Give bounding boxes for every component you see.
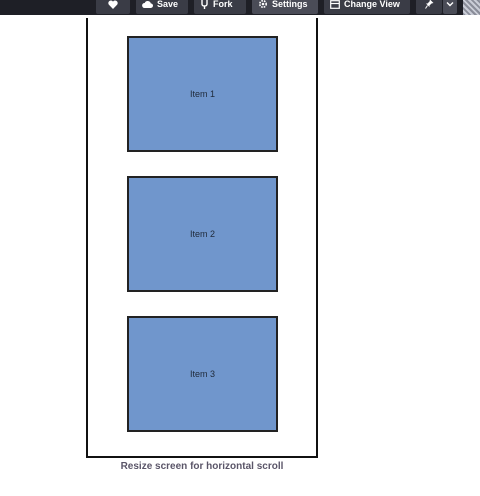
- settings-button[interactable]: Settings: [252, 0, 318, 14]
- list-item: Item 1: [127, 36, 278, 152]
- fork-icon: [200, 0, 209, 9]
- avatar[interactable]: [463, 0, 480, 15]
- gear-icon: [258, 0, 268, 9]
- list-item: Item 3: [127, 316, 278, 432]
- chevron-down-icon: [446, 1, 454, 7]
- editor-toolbar: Save Fork Settings Change View: [0, 0, 480, 15]
- pin-button[interactable]: [416, 0, 442, 14]
- change-view-label: Change View: [344, 0, 400, 9]
- settings-label: Settings: [272, 0, 308, 9]
- scroll-hint-caption: Resize screen for horizontal scroll: [120, 461, 284, 472]
- pin-icon: [424, 0, 434, 9]
- preview-container[interactable]: Item 1 Item 2 Item 3: [86, 18, 318, 458]
- save-label: Save: [157, 0, 179, 9]
- heart-button[interactable]: [96, 0, 130, 14]
- fork-label: Fork: [213, 0, 233, 9]
- cloud-icon: [142, 0, 153, 8]
- save-button[interactable]: Save: [136, 0, 188, 14]
- item-label: Item 3: [189, 369, 215, 379]
- item-label: Item 1: [189, 89, 215, 99]
- item-label: Item 2: [189, 229, 215, 239]
- layout-icon: [330, 0, 340, 9]
- options-dropdown-button[interactable]: [443, 0, 457, 14]
- heart-icon: [108, 0, 118, 9]
- change-view-button[interactable]: Change View: [324, 0, 410, 14]
- fork-button[interactable]: Fork: [194, 0, 246, 14]
- list-item: Item 2: [127, 176, 278, 292]
